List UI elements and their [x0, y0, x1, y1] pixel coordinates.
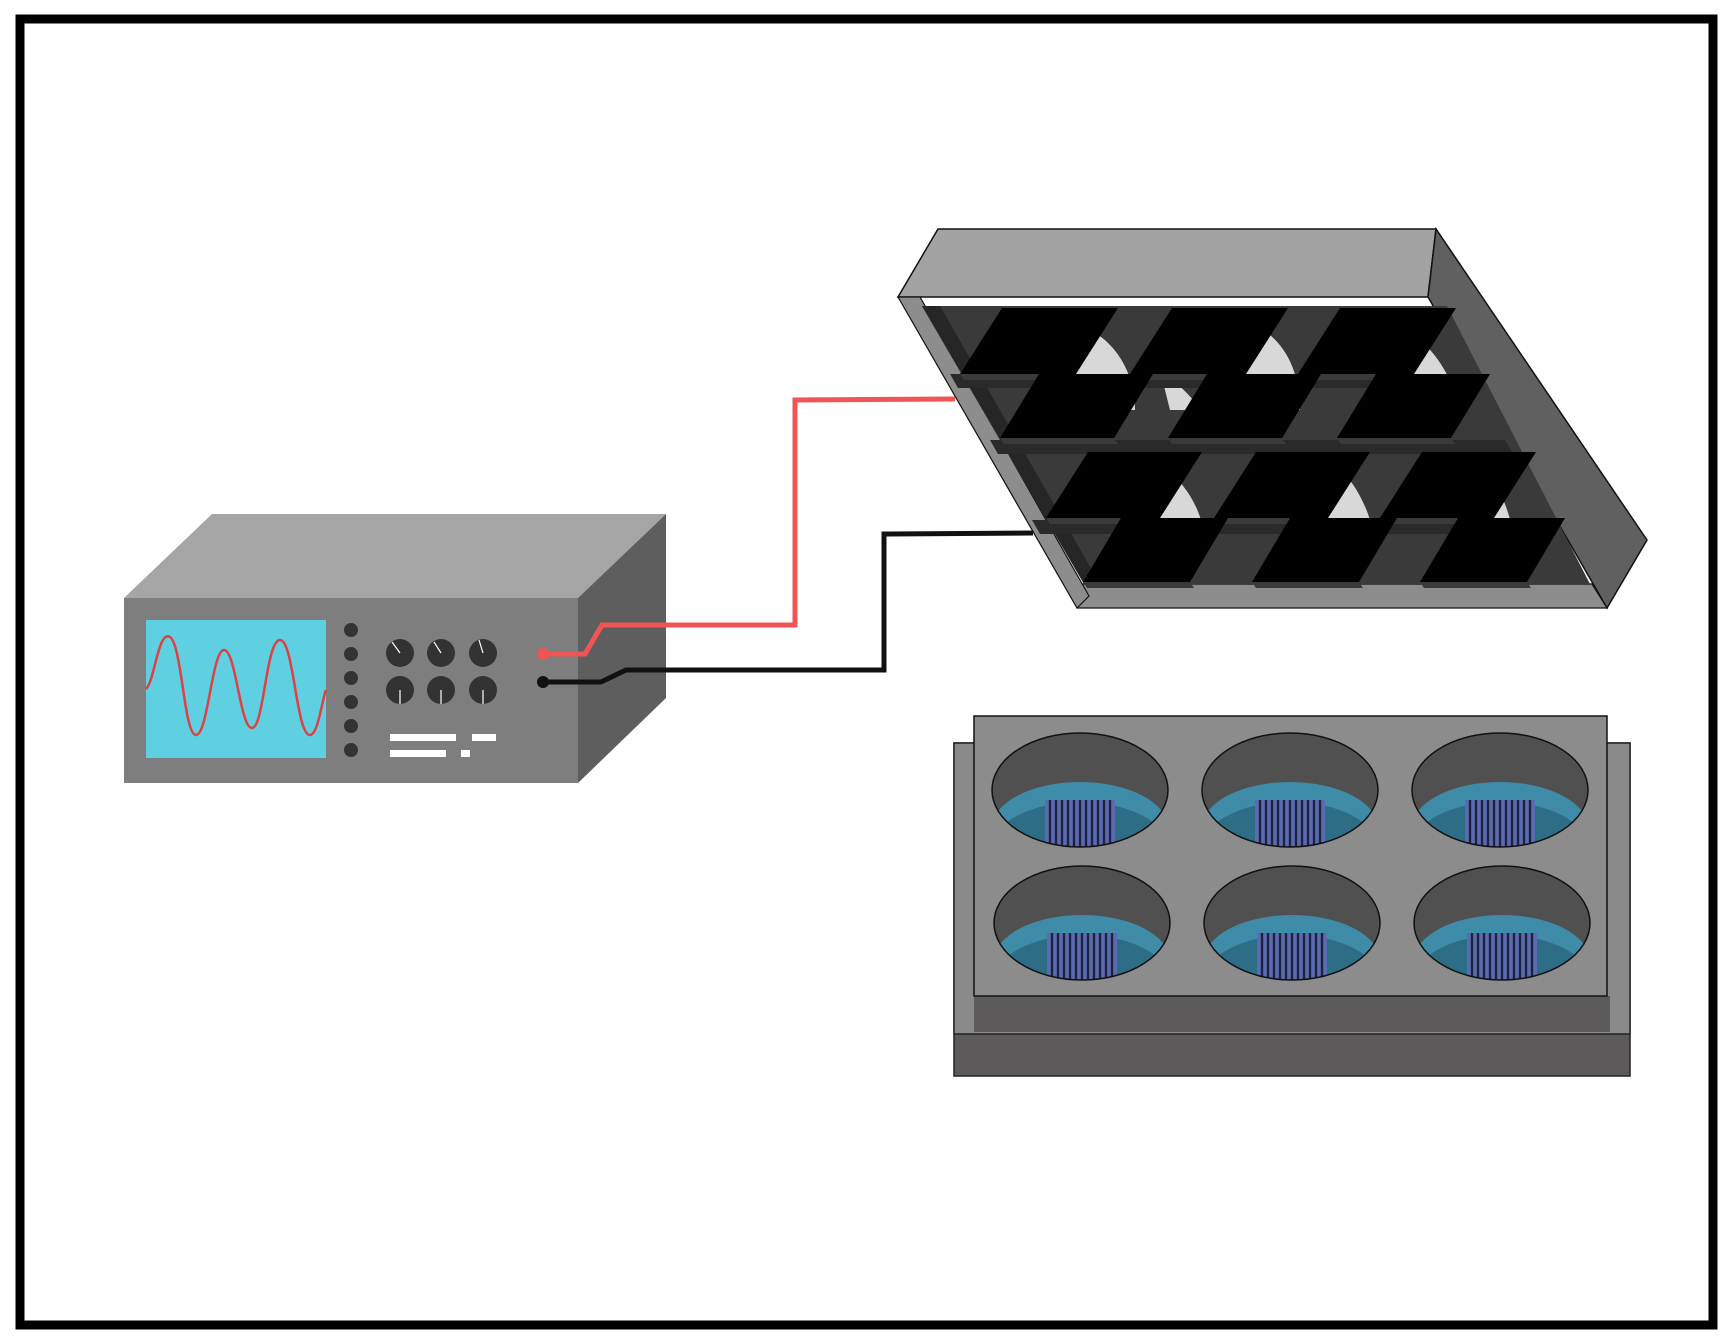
panel-label-bar [390, 734, 456, 741]
lid-frame-top [896, 228, 1437, 298]
control-knobs [386, 639, 497, 704]
indicator-light [344, 719, 358, 733]
electrode-pad [1298, 308, 1456, 374]
electrode-pad [1046, 452, 1202, 518]
electrode-pad [1168, 374, 1321, 438]
indicator-light [344, 623, 358, 637]
electrode-pad [960, 308, 1118, 374]
panel-label-bar [472, 734, 496, 741]
indicator-light [344, 695, 358, 709]
indicator-light [344, 743, 358, 757]
indicator-light [344, 647, 358, 661]
electrode-pad [1420, 518, 1565, 582]
indicator-light [344, 671, 358, 685]
plate-base-ledge-shadow [974, 996, 1610, 1032]
generator-side-face [578, 514, 666, 783]
function-generator [124, 514, 666, 783]
panel-label-bar [390, 750, 446, 757]
electrode-pads [960, 308, 1565, 588]
electrode-pad [1130, 308, 1288, 374]
electrode-pad [1380, 452, 1536, 518]
electrode-pad [1337, 374, 1490, 438]
generator-top-face [124, 514, 666, 598]
ground-terminal [537, 676, 549, 688]
electrode-pad [1000, 374, 1153, 438]
sine-wave-signal [144, 635, 328, 737]
six-well-plate [953, 715, 1631, 1077]
ground-lead-wire [543, 530, 1034, 685]
electrode-pad [1252, 518, 1397, 582]
positive-terminal [537, 648, 549, 660]
electrode-pad [1083, 518, 1228, 582]
positive-lead-wire [543, 396, 956, 657]
electrode-lid [896, 226, 1648, 610]
panel-label-bar [461, 750, 470, 757]
electrode-pad [1214, 452, 1370, 518]
